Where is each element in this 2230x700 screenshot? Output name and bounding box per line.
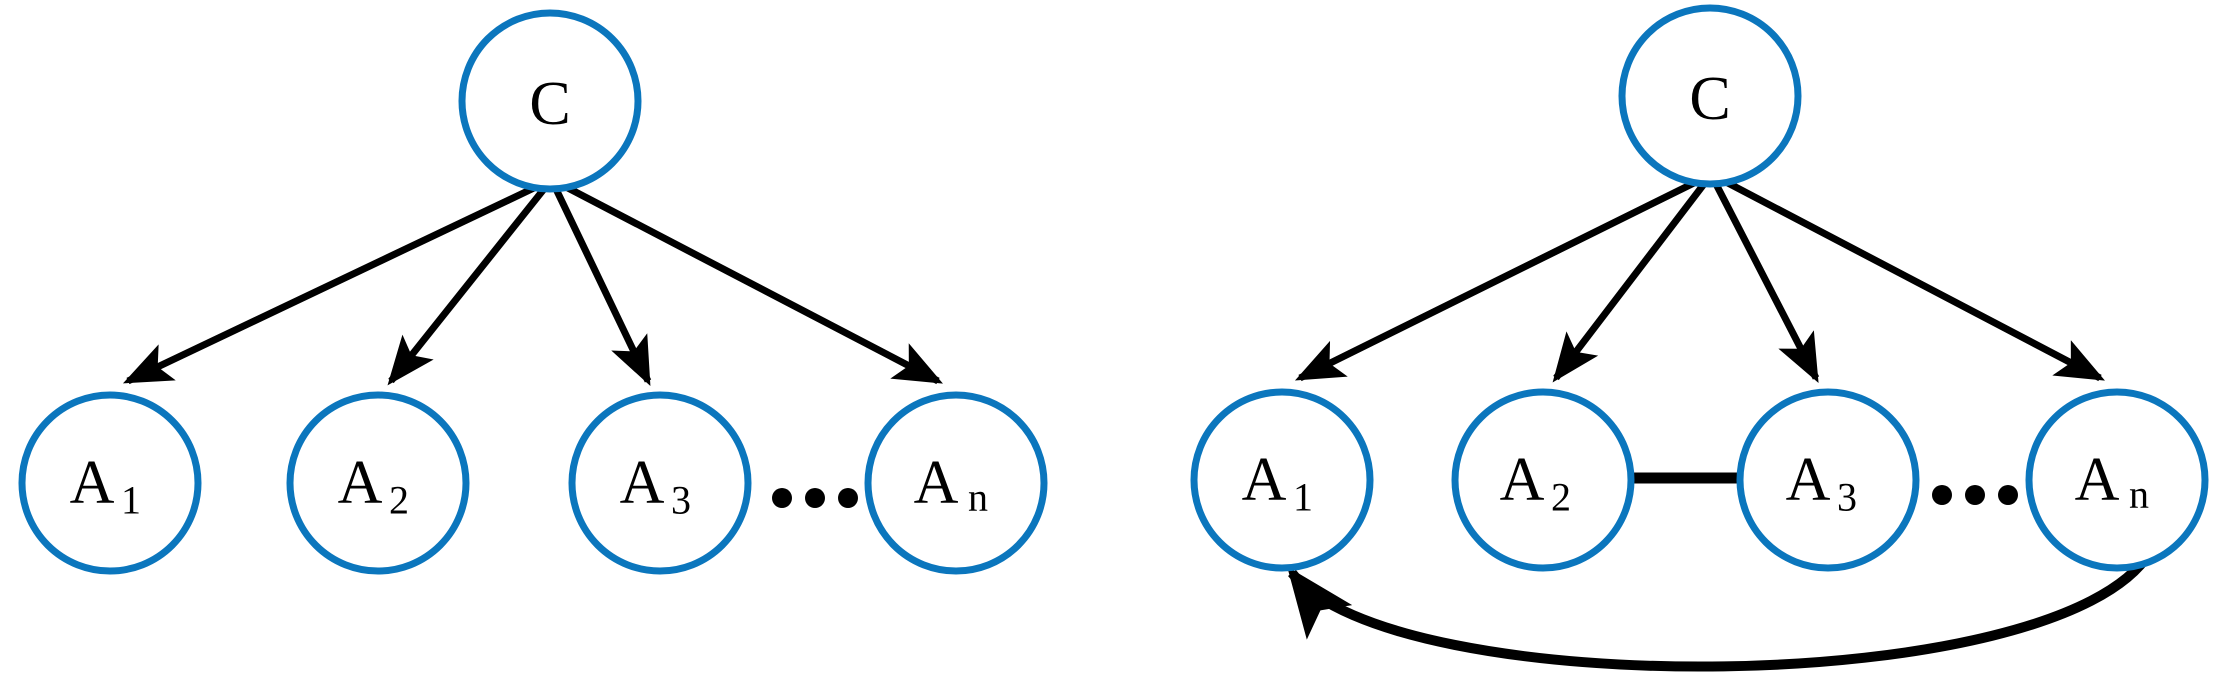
node-a1-left-circle: [18, 391, 202, 575]
node-a3-left-circle: [568, 391, 752, 575]
node-a3-left-sublabel: 3: [671, 478, 691, 523]
node-an-left[interactable]: A n: [864, 391, 1048, 575]
node-a2-left-sublabel: 2: [389, 478, 409, 523]
edge-an-to-a1-curved: [1287, 549, 2155, 672]
node-an-left-circle: [864, 391, 1048, 575]
right-panel-edges: [1287, 178, 2155, 672]
node-c-right[interactable]: C: [1618, 4, 1802, 188]
node-a3-right-sublabel: 3: [1837, 475, 1857, 520]
node-a1-right-circle: [1190, 388, 1374, 572]
node-a1-left-sublabel: 1: [121, 478, 141, 523]
node-an-left-sublabel: n: [968, 475, 988, 520]
node-a3-right-label: A: [1786, 446, 1831, 514]
left-panel-edges: [122, 183, 943, 387]
node-c-left-circle: [458, 9, 642, 193]
node-a2-right-circle: [1451, 388, 1635, 572]
node-a1-right-label: A: [1242, 446, 1287, 514]
right-panel: C A 1 A 2 A 3: [1190, 4, 2209, 672]
node-c-right-label: C: [1689, 65, 1730, 133]
ellipsis-dot-1: [772, 488, 792, 508]
node-c-left-label: C: [529, 70, 570, 138]
ellipsis-right: [1932, 485, 2018, 505]
node-a1-right-sublabel: 1: [1293, 475, 1313, 520]
edge-c-to-a1: [122, 183, 538, 385]
node-a2-right-sublabel: 2: [1551, 475, 1571, 520]
ellipsis-dot-1-right: [1932, 485, 1952, 505]
edge-c-to-a3-right: [1712, 182, 1820, 383]
edge-c-to-a2: [387, 186, 547, 386]
node-c-right-circle: [1618, 4, 1802, 188]
edge-c-to-an: [564, 183, 943, 385]
ellipsis-dot-3-right: [1998, 485, 2018, 505]
edge-c-to-a2-right: [1552, 181, 1707, 383]
node-a2-left-label: A: [338, 449, 383, 517]
node-a3-left-label: A: [620, 449, 665, 517]
node-a2-left[interactable]: A 2: [286, 391, 470, 575]
node-an-left-label: A: [914, 449, 959, 517]
node-an-right[interactable]: A n: [2025, 388, 2209, 572]
node-an-right-sublabel: n: [2129, 472, 2149, 517]
node-a2-left-circle: [286, 391, 470, 575]
node-an-right-label: A: [2075, 446, 2120, 514]
edge-c-to-a3: [552, 187, 652, 387]
node-a3-right[interactable]: A 3: [1736, 388, 1920, 572]
node-a1-right[interactable]: A 1: [1190, 388, 1374, 572]
node-c-left[interactable]: C: [458, 9, 642, 193]
node-a2-right-label: A: [1500, 446, 1545, 514]
edge-c-to-an-right: [1724, 178, 2105, 382]
node-a1-left-label: A: [70, 449, 115, 517]
node-a3-left[interactable]: A 3: [568, 391, 752, 575]
ellipsis-dot-3: [838, 488, 858, 508]
edge-c-to-a1-right: [1294, 178, 1698, 382]
ellipsis-dot-2-right: [1965, 485, 1985, 505]
ellipsis-left: [772, 488, 858, 508]
node-a3-right-circle: [1736, 388, 1920, 572]
ellipsis-dot-2: [805, 488, 825, 508]
node-a1-left[interactable]: A 1: [18, 391, 202, 575]
left-panel: C A 1 A 2 A 3: [18, 9, 1048, 575]
node-an-right-circle: [2025, 388, 2209, 572]
node-a2-right[interactable]: A 2: [1451, 388, 1635, 572]
